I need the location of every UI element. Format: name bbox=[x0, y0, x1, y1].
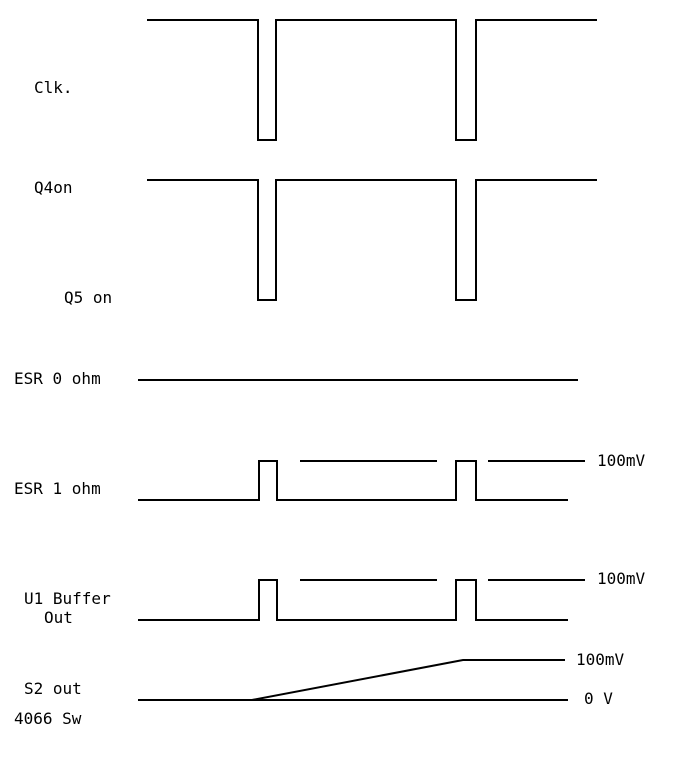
clk-waveform bbox=[147, 19, 597, 141]
q4-waveform bbox=[147, 179, 597, 301]
s2-high-level-label: 100mV bbox=[576, 650, 625, 669]
s2-sublabel: 4066 Sw bbox=[14, 709, 82, 728]
u1-label-line1: U1 Buffer bbox=[24, 589, 111, 608]
esr0-label: ESR 0 ohm bbox=[14, 369, 101, 388]
u1-level-label: 100mV bbox=[597, 569, 646, 588]
q5-label: Q5 on bbox=[64, 288, 112, 307]
u1-waveform bbox=[138, 579, 585, 621]
s2-ramp bbox=[251, 659, 565, 701]
s2-low-level-label: 0 V bbox=[584, 689, 613, 708]
s2-label: S2 out bbox=[24, 679, 82, 698]
q4-label: Q4on bbox=[34, 178, 73, 197]
esr1-waveform bbox=[138, 460, 585, 501]
esr1-level-label: 100mV bbox=[597, 451, 646, 470]
clk-label: Clk. bbox=[34, 78, 73, 97]
esr1-label: ESR 1 ohm bbox=[14, 479, 101, 498]
u1-label-line2: Out bbox=[44, 608, 73, 627]
